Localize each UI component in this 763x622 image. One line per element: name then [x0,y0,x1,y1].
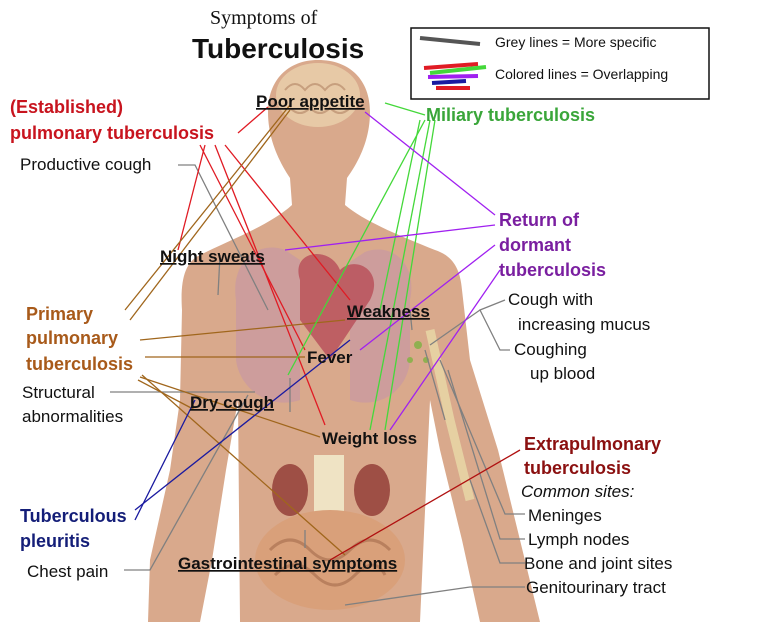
label-meninges: Meninges [528,506,602,525]
label-structural-line2: abnormalities [22,407,123,426]
category-extrapulmonary-line2: tuberculosis [524,458,631,478]
label-structural-line1: Structural [22,383,95,402]
extrapulmonary-subtitle: Common sites: [521,482,635,501]
right-kidney [354,464,390,516]
purple-lines [284,111,501,431]
category-primary-line2: pulmonary [26,328,118,348]
category-pleuritis-line1: Tuberculous [20,506,127,526]
label-chest-pain: Chest pain [27,562,108,581]
symptom-gastrointestinal: Gastrointestinal symptoms [178,554,397,573]
arm-bone [425,329,475,502]
red-lines [177,106,351,426]
symptom-weight-loss: Weight loss [322,429,417,448]
category-dormant-line3: tuberculosis [499,260,606,280]
green-lines [287,102,436,431]
body-outline [148,60,540,622]
label-productive-cough: Productive cough [20,155,151,174]
body-silhouette [148,60,540,622]
category-pleuritis-line2: pleuritis [20,531,90,551]
symptom-poor-appetite: Poor appetite [256,92,365,111]
symptom-fever: Fever [307,348,353,367]
legend-grey-swatch [419,36,481,46]
category-dormant-line2: dormant [499,235,571,255]
symptom-night-sweats: Night sweats [160,247,265,266]
category-established-line1: (Established) [10,97,123,117]
grey-lines [110,164,525,606]
category-primary-line1: Primary [26,304,93,324]
brown-lines [124,104,346,556]
legend: Grey lines = More specific Colored lines… [410,27,710,100]
category-established-line2: pulmonary tuberculosis [10,123,214,143]
title-line2: Tuberculosis [192,33,364,64]
brain [276,63,360,127]
category-primary-line3: tuberculosis [26,354,133,374]
category-miliary: Miliary tuberculosis [426,105,595,125]
darkred-lines [329,449,521,561]
label-cough-mucus-line2: increasing mucus [518,315,650,334]
label-lymph-nodes: Lymph nodes [528,530,629,549]
legend-grey-text: Grey lines = More specific [495,34,656,50]
label-coughing-blood-line1: Coughing [514,340,587,359]
navy-lines [134,339,351,521]
title-line1: Symptoms of [210,7,318,29]
legend-colored-swatch [423,62,487,90]
brain-folds-2 [289,106,351,114]
legend-colored-text: Colored lines = Overlapping [495,66,668,82]
brain-folds [284,83,346,92]
symptom-weakness: Weakness [347,302,430,321]
label-coughing-blood-line2: up blood [530,364,595,383]
heart [298,253,375,360]
category-dormant-line1: Return of [499,210,580,230]
lymph-nodes [407,341,429,363]
symptom-dry-cough: Dry cough [190,393,274,412]
label-bone-joint: Bone and joint sites [524,554,672,573]
connector-lines [110,102,525,606]
category-extrapulmonary-line1: Extrapulmonary [524,434,661,454]
left-kidney [272,464,308,516]
label-cough-mucus-line1: Cough with [508,290,593,309]
left-lung [235,247,300,403]
label-genitourinary: Genitourinary tract [526,578,666,597]
